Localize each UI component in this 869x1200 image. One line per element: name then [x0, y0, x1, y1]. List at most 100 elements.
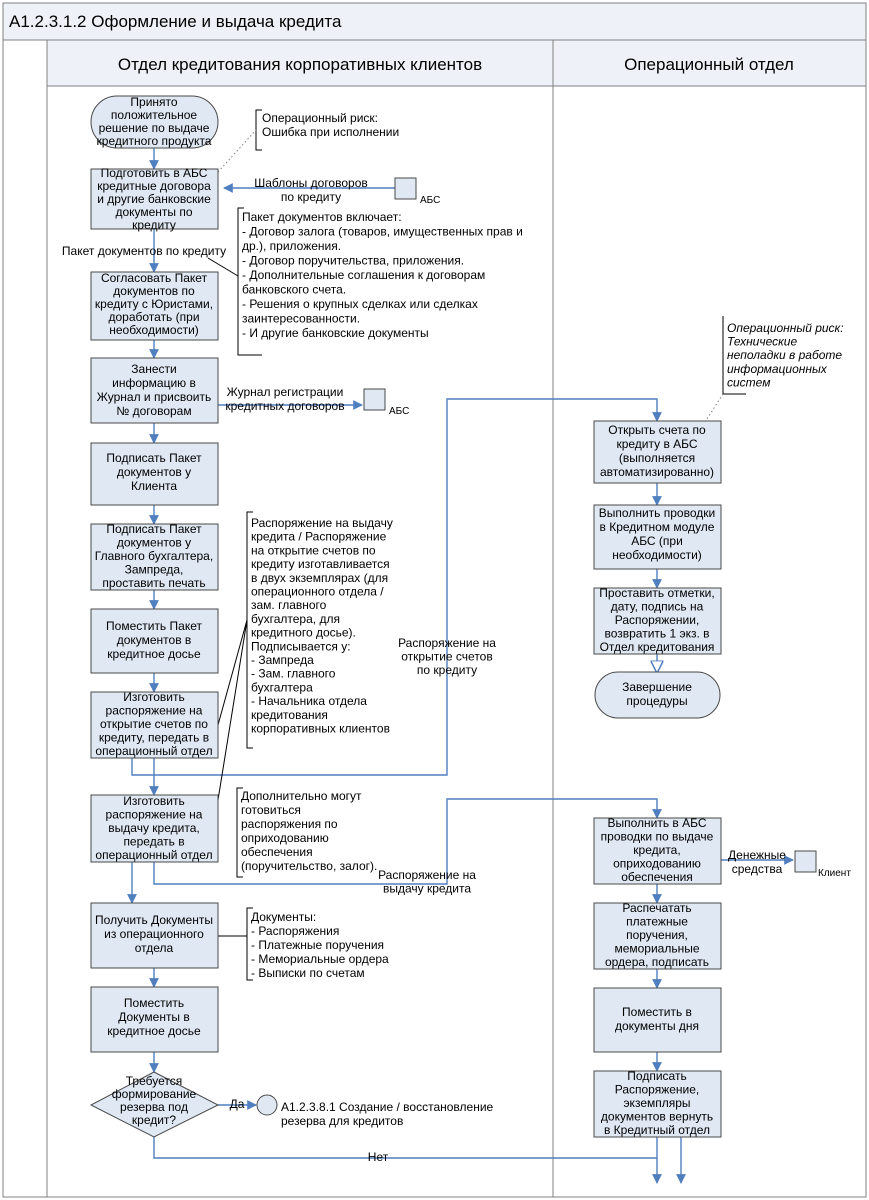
text-line: Выполнить в АБС [607, 816, 706, 830]
step-agree-lawyers [90, 271, 219, 341]
text-line: Распоряжение, [615, 1083, 700, 1097]
note-package-contents: Пакет документов включает:- Договор зало… [242, 210, 523, 340]
text-line: кредиту, передать в [99, 731, 209, 745]
text-line: - Распоряжения [251, 924, 339, 938]
text-line: - Дополнительные соглашения к договорам [242, 268, 485, 282]
text-line: Требуется [126, 1074, 182, 1088]
text-line: Подписать Пакет [106, 451, 202, 465]
text-line: документов у [117, 536, 191, 550]
text-line: оприходованию [241, 831, 329, 845]
text-line: Подписать [627, 1069, 686, 1083]
text-line: обеспечения [241, 845, 313, 859]
step-print-orders [593, 902, 722, 970]
text-line: кредитования [251, 708, 328, 722]
decision-reserve [89, 1071, 220, 1138]
flow-no [153, 1137, 657, 1159]
text-line: кредитное досье [107, 647, 201, 661]
text-line: - Договор залога (товаров, имущественных… [242, 225, 523, 239]
text-line: платежные [626, 915, 688, 929]
text-line: средства [732, 862, 783, 876]
text-line: кредиту в АБС [616, 437, 697, 451]
text-line: Операционный риск: [727, 321, 844, 335]
step-order-issue [90, 794, 219, 863]
text-line: Операционный риск: [262, 111, 378, 125]
text-line: корпоративных клиентов [251, 722, 390, 736]
text-line: - Платежные поручения [251, 938, 384, 952]
text-line: передать в [123, 835, 184, 849]
flow-order-accounts [153, 398, 662, 776]
step-sign-order-text: ПодписатьРаспоряжение,экземплярыдокумент… [601, 1069, 713, 1137]
text-line: бухгалтера [251, 680, 313, 694]
text-line: документы дня [615, 1019, 699, 1033]
text-line: на открытие счетов по [251, 543, 376, 557]
text-line: необходимости) [109, 323, 199, 337]
text-line: процедуры [626, 694, 687, 708]
text-line: Подписывается у: [251, 639, 351, 653]
text-line: Поместить [124, 996, 184, 1010]
text-line: банковского счета. [242, 283, 346, 297]
text-line: операционный отдел [95, 744, 212, 758]
end-event [594, 671, 721, 719]
text-line: кредитное досье [107, 1024, 201, 1038]
text-line: Согласовать Пакет [101, 271, 208, 285]
text-line: АБС (при [631, 534, 683, 548]
text-line: Дополнительно могут [241, 789, 362, 803]
text-line: Пакет документов включает: [242, 210, 402, 224]
text-line: резерва под [120, 1100, 188, 1114]
reserve-link-event [256, 1094, 278, 1116]
text-line: Журнал регистрации [227, 385, 344, 399]
text-line: возвратить 1 экз. в [604, 627, 709, 641]
lane-title-left: Отдел кредитования корпоративных клиенто… [118, 55, 482, 74]
text-line: заинтересованности. [242, 312, 360, 326]
text-line: Завершение [622, 680, 692, 694]
text-line: проставить печать [102, 576, 205, 590]
step-prepare-contracts [90, 168, 219, 230]
note-extra-orders: Дополнительно могутготовитьсяраспоряжени… [241, 789, 377, 873]
text-line: кредитных договоров [225, 399, 344, 413]
text-line: - Решения о крупных сделках или сделках [242, 297, 478, 311]
client-store [794, 850, 817, 873]
annotation-connectors [207, 109, 746, 981]
text-line: обеспечения [621, 870, 693, 884]
text-line: Подготовить в АБС [101, 166, 208, 180]
text-line: Документы в [118, 1010, 190, 1024]
text-line: Распоряжение на выдачу [251, 516, 393, 530]
text-line: Шаблоны договоров [254, 176, 368, 190]
text-line: Распоряжение на [398, 636, 496, 650]
abs-store-journal-label: АБС [389, 406, 409, 417]
text-line: положительное [111, 108, 198, 122]
text-line: документов по [113, 284, 195, 298]
text-line: Проставить отметки, [599, 586, 714, 600]
note-op-risk-error: Операционный риск:Ошибка при исполнении [262, 111, 399, 139]
step-print-orders-text: Распечататьплатежныепоручения,мемориальн… [605, 901, 709, 969]
abs-store-templates-label: АБС [420, 195, 440, 206]
text-line: кредит? [132, 1113, 177, 1127]
step-credit-postings [593, 504, 722, 570]
text-line: кредита / Распоряжение [251, 530, 387, 544]
abs-store-journal [363, 388, 386, 411]
text-line: бухгалтера, для [251, 612, 340, 626]
text-line: кредитного досье). [251, 626, 356, 640]
text-line: операционный отдел [95, 848, 212, 862]
text-line: и другие банковские [97, 192, 211, 206]
label-no: Нет [368, 1150, 389, 1164]
label-reserve-ref: A1.2.3.8.1 Создание / восстановлениерезе… [281, 1100, 494, 1128]
text-line: в двух экземплярах (для [251, 571, 388, 585]
text-line: ордера, подписать [605, 955, 709, 969]
step-register-journal [90, 357, 219, 424]
step-order-accounts [90, 691, 219, 759]
step-sign-client [90, 442, 219, 506]
